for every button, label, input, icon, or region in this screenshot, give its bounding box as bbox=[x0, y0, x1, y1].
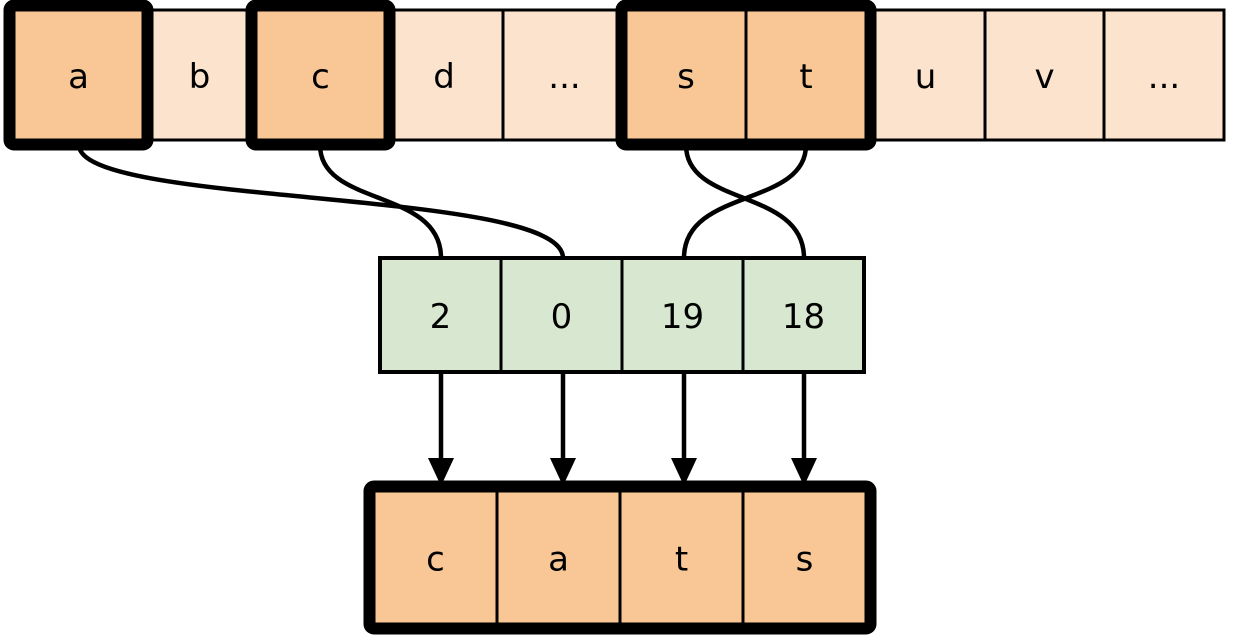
connector-a-to-0 bbox=[76, 144, 566, 259]
result-cell-t[interactable]: t bbox=[618, 489, 745, 626]
alphabet-cell-t[interactable]: t bbox=[744, 8, 868, 142]
index-cell-rect bbox=[378, 256, 503, 374]
alphabet-cell-rect bbox=[383, 8, 505, 142]
result-cell-a[interactable]: a bbox=[495, 489, 622, 626]
alphabet-cell-rect bbox=[1102, 8, 1226, 142]
alphabet-cell-ellipsis-9[interactable]: ... bbox=[1102, 8, 1226, 142]
result-cell-c[interactable]: c bbox=[372, 489, 499, 626]
result-cell-rect bbox=[372, 489, 499, 626]
alphabet-cell-rect bbox=[12, 8, 145, 142]
alphabet-cell-a[interactable]: a bbox=[12, 8, 145, 142]
alphabet-cell-b[interactable]: b bbox=[141, 8, 258, 142]
alphabet-cell-rect bbox=[744, 8, 868, 142]
connector-c-to-2 bbox=[317, 144, 444, 259]
index-cell-rect bbox=[620, 256, 745, 374]
connector-t-to-19 bbox=[681, 144, 809, 259]
arrow-18-to-s bbox=[791, 372, 817, 486]
alphabet-cell-d[interactable]: d bbox=[383, 8, 505, 142]
arrow-head-icon bbox=[428, 458, 454, 486]
result-cell-s[interactable]: s bbox=[741, 489, 868, 626]
alphabet-cell-rect bbox=[141, 8, 258, 142]
index-cell-0[interactable]: 2 bbox=[378, 256, 503, 374]
alphabet-cell-u[interactable]: u bbox=[864, 8, 987, 142]
index-cell-3[interactable]: 18 bbox=[741, 256, 866, 374]
alphabet-cell-rect bbox=[624, 8, 748, 142]
alphabet-cell-rect bbox=[864, 8, 987, 142]
alphabet-cell-c[interactable]: c bbox=[254, 8, 387, 142]
arrow-head-icon bbox=[791, 458, 817, 486]
result-array-outline bbox=[363, 480, 877, 635]
arrow-19-to-t bbox=[671, 372, 697, 486]
alphabet-cell-rect bbox=[983, 8, 1106, 142]
connector-s-to-18 bbox=[683, 144, 807, 259]
index-cell-2[interactable]: 19 bbox=[620, 256, 745, 374]
result-cell-rect bbox=[618, 489, 745, 626]
result-cell-rect bbox=[495, 489, 622, 626]
alphabet-cell-v[interactable]: v bbox=[983, 8, 1106, 142]
arrow-head-icon bbox=[671, 458, 697, 486]
index-cell-1[interactable]: 0 bbox=[499, 256, 624, 374]
index-array-outline bbox=[378, 256, 866, 374]
mapping-arrows bbox=[428, 372, 817, 486]
arrow-head-icon bbox=[550, 458, 576, 486]
arrow-0-to-a bbox=[550, 372, 576, 486]
alphabet-cell-ellipsis-4[interactable]: ... bbox=[501, 8, 628, 142]
arrow-2-to-c bbox=[428, 372, 454, 486]
connector-curves bbox=[76, 144, 809, 259]
alphabet-cell-s[interactable]: s bbox=[624, 8, 748, 142]
index-cell-rect bbox=[741, 256, 866, 374]
index-cell-rect bbox=[499, 256, 624, 374]
alphabet-cell-rect bbox=[501, 8, 628, 142]
result-cell-rect bbox=[741, 489, 868, 626]
highlight-box-st[interactable] bbox=[615, 0, 877, 151]
alphabet-cell-rect bbox=[254, 8, 387, 142]
